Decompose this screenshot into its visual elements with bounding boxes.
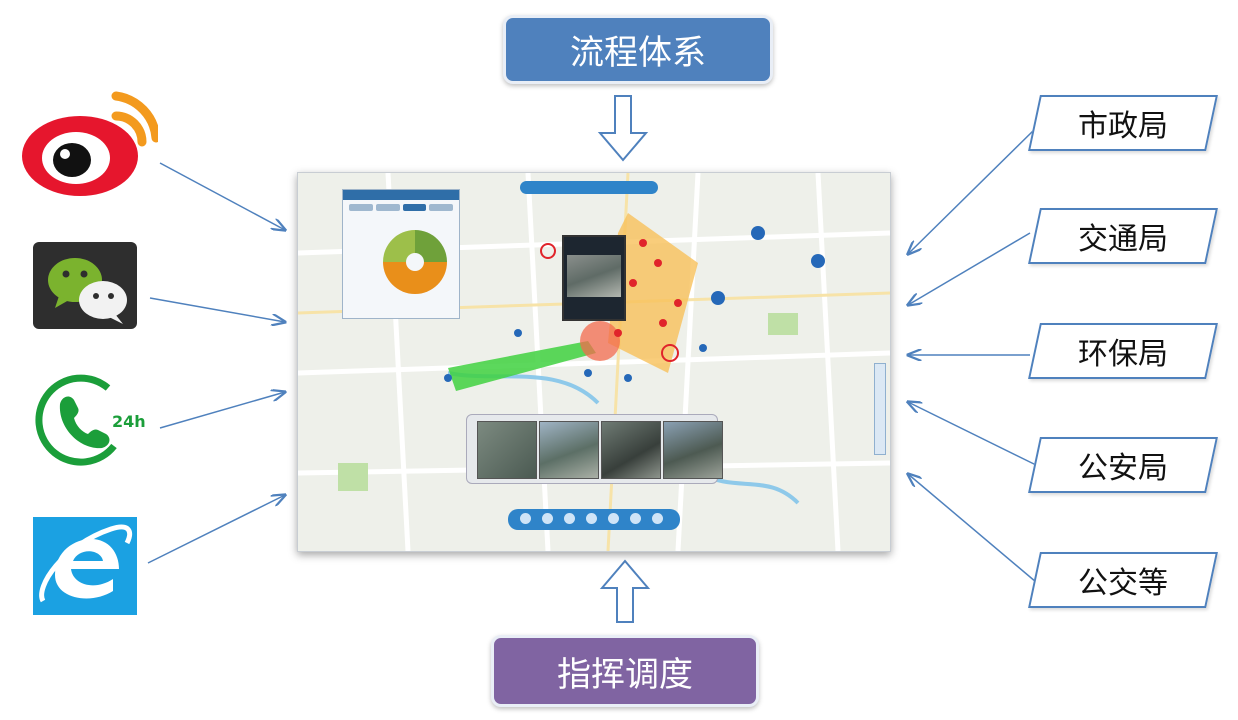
donut-chart [383, 230, 447, 294]
dept-municipal: 市政局 [1028, 95, 1218, 151]
dept-public-transit: 公交等 [1028, 552, 1218, 608]
wechat-icon [33, 242, 137, 329]
camera-thumbnail-strip [466, 414, 723, 484]
arrow-jiaotong [908, 232, 1031, 305]
arrow-shizheng [908, 127, 1037, 254]
up-block-arrow [599, 559, 651, 623]
hotline-24h-label: 24h [112, 412, 146, 431]
camera-thumb [477, 421, 537, 479]
dept-label: 环保局 [1078, 337, 1168, 372]
hotline-24h-icon: 24h [30, 374, 148, 470]
arrow-wechat [149, 297, 285, 322]
camera-thumb [663, 421, 723, 479]
dept-label: 交通局 [1078, 222, 1168, 257]
camera-thumb [601, 421, 661, 479]
dept-label: 公交等 [1078, 566, 1168, 601]
gis-map-screenshot [297, 172, 891, 552]
dept-police: 公安局 [1028, 437, 1218, 493]
map-toolbar [508, 509, 680, 530]
arrow-hotline [159, 392, 285, 429]
statistics-panel [342, 189, 460, 319]
arrow-gongjiao [908, 474, 1037, 583]
camera-thumb [539, 421, 599, 479]
weibo-icon [18, 88, 161, 200]
ie-browser-icon [33, 517, 137, 615]
arrow-ie [147, 495, 285, 564]
statistics-panel-header [343, 190, 459, 200]
map-side-tab [874, 363, 886, 455]
dept-label: 公安局 [1078, 451, 1168, 486]
dept-traffic: 交通局 [1028, 208, 1218, 264]
video-frame [567, 255, 621, 297]
arrow-weibo [159, 162, 285, 230]
arrow-gongan [908, 402, 1037, 466]
down-block-arrow [597, 95, 649, 162]
process-system-banner: 流程体系 [503, 15, 773, 84]
dept-label: 市政局 [1078, 109, 1168, 144]
command-dispatch-banner: 指挥调度 [491, 635, 759, 707]
video-popup [562, 235, 626, 321]
dept-environment: 环保局 [1028, 323, 1218, 379]
map-title-bar [520, 181, 658, 194]
statistics-tabs [343, 200, 459, 215]
